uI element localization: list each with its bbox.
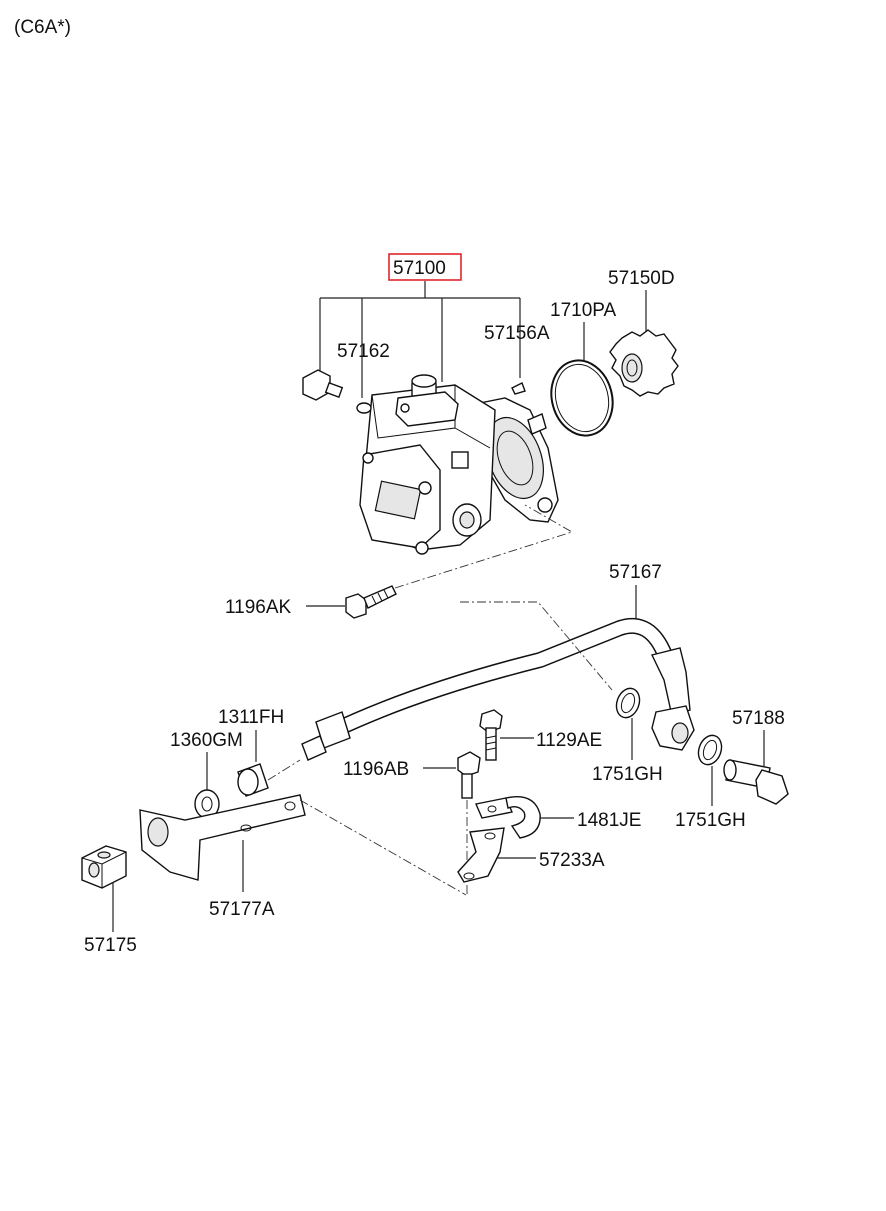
label-1311FH[interactable]: 1311FH	[218, 707, 284, 728]
highlight-box	[388, 253, 462, 281]
label-57233A[interactable]: 57233A	[539, 850, 605, 871]
label-57175[interactable]: 57175	[84, 935, 137, 956]
label-57156A[interactable]: 57156A	[484, 323, 550, 344]
power-steering-pump[interactable]	[359, 374, 559, 555]
label-1196AB[interactable]: 1196AB	[343, 759, 409, 780]
block-57175[interactable]	[81, 845, 127, 889]
label-1196AK[interactable]: 1196AK	[225, 597, 292, 618]
o-ring-1710PA[interactable]	[543, 354, 621, 443]
bolt-1129AE[interactable]	[479, 709, 503, 761]
spacer-1311FH[interactable]	[237, 763, 269, 797]
o-ring-57162[interactable]	[356, 402, 372, 414]
label-1360GM[interactable]: 1360GM	[170, 730, 243, 751]
hose-clamp[interactable]	[475, 796, 541, 839]
label-57100[interactable]: 57100	[393, 258, 446, 279]
washer-1751GH-b[interactable]	[695, 732, 726, 768]
bolt-1196AK[interactable]	[345, 585, 397, 619]
label-1710PA[interactable]: 1710PA	[550, 300, 617, 321]
label-57167[interactable]: 57167	[609, 562, 662, 583]
bracket-57233A[interactable]	[457, 827, 505, 883]
variant-code: (C6A*)	[14, 17, 71, 38]
label-1751GH-b[interactable]: 1751GH	[675, 810, 746, 831]
label-1129AE[interactable]: 1129AE	[536, 730, 602, 751]
bolt-1196AB[interactable]	[457, 751, 481, 799]
label-1481JE[interactable]: 1481JE	[577, 810, 641, 831]
label-57162[interactable]: 57162	[337, 341, 390, 362]
label-57177A[interactable]: 57177A	[209, 899, 275, 920]
union-fitting[interactable]	[302, 369, 344, 401]
washer-1751GH-a[interactable]	[613, 685, 644, 721]
o-ring-57156A[interactable]	[511, 382, 526, 395]
banjo-bolt[interactable]	[723, 759, 789, 805]
drive-gear[interactable]	[609, 329, 679, 397]
label-57188[interactable]: 57188	[732, 708, 785, 729]
label-57150D[interactable]: 57150D	[608, 268, 675, 289]
label-1751GH-a[interactable]: 1751GH	[592, 764, 663, 785]
pressure-hose[interactable]	[301, 617, 695, 761]
bracket-57177A[interactable]	[139, 794, 306, 881]
